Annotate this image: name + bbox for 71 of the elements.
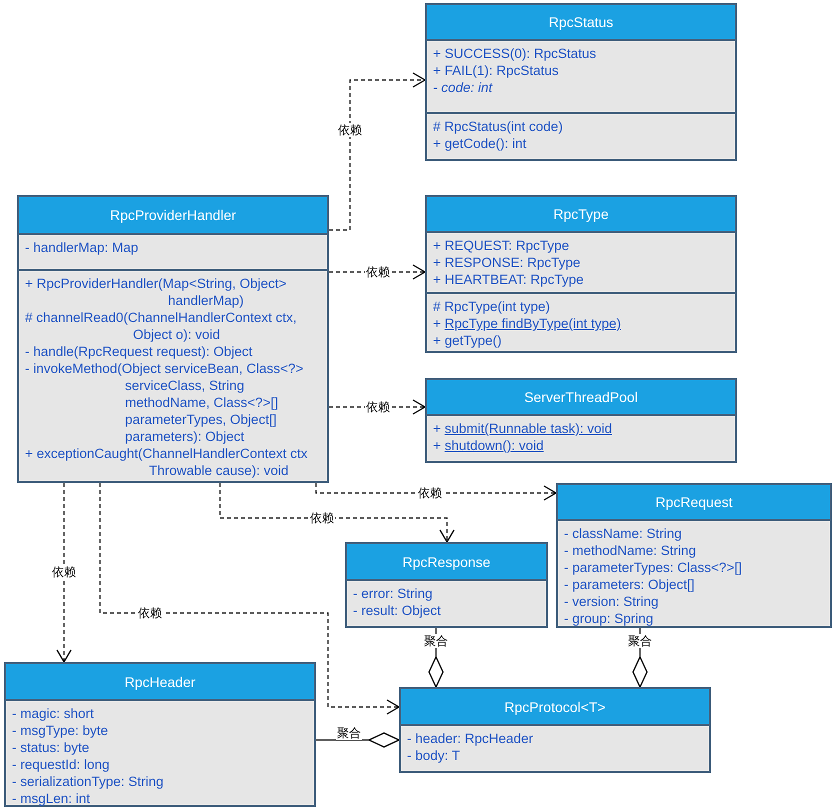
class-box	[425, 195, 737, 353]
edge-label: 依赖	[337, 123, 363, 137]
member-text: + getType()	[433, 332, 503, 349]
edge-label: 聚合	[336, 726, 362, 740]
class-box	[4, 662, 316, 807]
edge-label: 依赖	[137, 606, 163, 620]
member-text: - handlerMap: Map	[25, 239, 140, 256]
member-text: - result: Object	[353, 602, 442, 619]
class-name-header: RpcStatus	[427, 5, 735, 39]
dependency-arrow	[219, 483, 455, 543]
class-name-header: RpcRequest	[558, 485, 830, 519]
edge-label: 聚合	[627, 634, 653, 648]
edge-label: 依赖	[309, 511, 335, 525]
member-text: # RpcType(int type)	[433, 298, 552, 315]
member-text: + RpcType findByType(int type)	[433, 315, 622, 332]
dependency-arrow	[99, 483, 400, 715]
member-text: + RpcProviderHandler(Map<String, Object> handlerMap)	[25, 275, 288, 309]
member-text: - group: Spring	[564, 610, 654, 627]
member-compartment	[558, 519, 830, 629]
class-box	[425, 3, 737, 161]
member-text: - msgType: byte	[12, 722, 110, 739]
edge-label: 依赖	[417, 486, 443, 500]
member-text: - magic: short	[12, 705, 95, 722]
member-text: + getCode(): int	[433, 135, 528, 152]
member-text: - parameters: Object[]	[564, 576, 696, 593]
member-text: + HEARTBEAT: RpcType	[433, 271, 585, 288]
member-text: + FAIL(1): RpcStatus	[433, 62, 560, 79]
member-text: # RpcStatus(int code)	[433, 118, 564, 135]
member-text: - header: RpcHeader	[407, 730, 534, 747]
member-text: - version: String	[564, 593, 660, 610]
member-text: - status: byte	[12, 739, 90, 756]
member-text: - requestId: long	[12, 756, 111, 773]
member-compartment	[6, 699, 314, 809]
class-box	[345, 542, 548, 628]
member-text: - body: T	[407, 747, 462, 764]
class-name-header: ServerThreadPool	[427, 380, 735, 414]
member-text: - error: String	[353, 585, 434, 602]
class-name-header: RpcHeader	[6, 664, 314, 699]
class-name-header: RpcProtocol<T>	[401, 689, 709, 724]
aggregation-line	[316, 732, 400, 748]
member-text: + shutdown(): void	[433, 437, 545, 454]
class-box	[17, 195, 329, 483]
member-compartment	[427, 292, 735, 351]
class-name-header: RpcProviderHandler	[19, 197, 327, 233]
class-name-header: RpcType	[427, 197, 735, 231]
member-text: - invokeMethod(Object serviceBean, Class<?> serviceClass, String methodName, Class<?>[] parameterTypes, Object[] parameters): Object	[25, 360, 304, 445]
class-name-header: RpcResponse	[347, 544, 546, 579]
member-text: - methodName: String	[564, 542, 698, 559]
member-text: - msgLen: int	[12, 790, 92, 807]
member-text: - handle(RpcRequest request): Object	[25, 343, 254, 360]
member-compartment	[19, 269, 327, 481]
member-text: + RESPONSE: RpcType	[433, 254, 582, 271]
dependency-arrow	[315, 483, 557, 501]
class-box	[399, 687, 711, 773]
class-box	[425, 378, 737, 463]
edge-label: 依赖	[51, 565, 77, 579]
edge-label: 依赖	[365, 400, 391, 414]
member-text: # channelRead0(ChannelHandlerContext ctx, Object o): void	[25, 309, 298, 343]
dependency-arrow	[56, 483, 72, 663]
edge-label: 聚合	[423, 634, 449, 648]
edge-label: 依赖	[365, 265, 391, 279]
dependency-arrow	[329, 72, 426, 231]
member-text: - className: String	[564, 525, 683, 542]
member-text: - parameterTypes: Class<?>[]	[564, 559, 743, 576]
member-text: - serializationType: String	[12, 773, 165, 790]
class-box	[556, 483, 832, 628]
member-text: + exceptionCaught(ChannelHandlerContext ctx Throwable cause): void	[25, 445, 309, 479]
member-text: + submit(Runnable task): void	[433, 420, 613, 437]
member-text: - code: int	[433, 79, 494, 96]
member-text: + REQUEST: RpcType	[433, 237, 570, 254]
member-text: + SUCCESS(0): RpcStatus	[433, 45, 598, 62]
